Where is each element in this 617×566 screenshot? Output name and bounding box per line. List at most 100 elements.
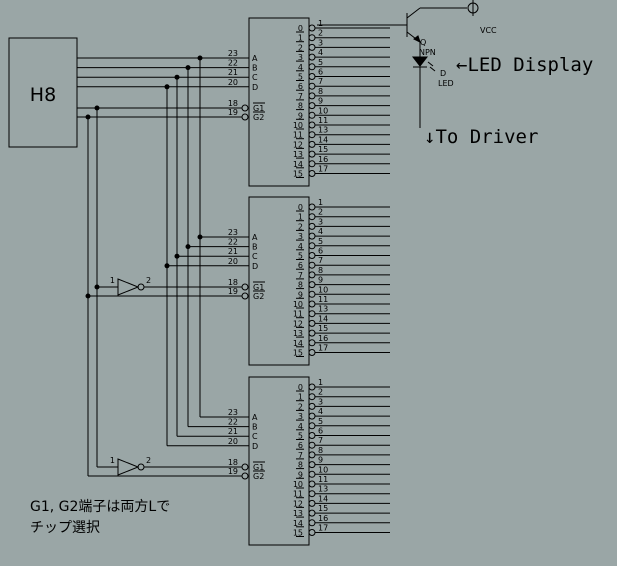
enable-pin-number: 19	[228, 108, 238, 117]
output-bubble	[308, 461, 316, 469]
output-number: 4	[298, 63, 303, 72]
input-pin-number: 21	[228, 427, 238, 436]
output-bubble	[308, 383, 316, 391]
output-bubble	[308, 102, 316, 110]
output-bubble	[308, 131, 316, 139]
output-bubble	[308, 349, 316, 356]
input-pin-number: 22	[228, 59, 238, 68]
output-number: 5	[298, 432, 303, 441]
output-bubble	[308, 310, 316, 318]
output-bubble	[308, 213, 316, 221]
decoder-chips: 0112233445566778899101011111312141315141…	[228, 17, 390, 546]
input-pin-number: 21	[228, 68, 238, 77]
output-pin-number: 9	[318, 97, 323, 106]
output-bubble	[308, 422, 316, 430]
enable-pin-name: G1	[253, 283, 264, 292]
inverter-pin-in: 1	[110, 276, 115, 285]
output-bubble	[308, 339, 316, 347]
output-bubble	[308, 261, 316, 269]
vcc-terminal: VCC	[467, 0, 497, 35]
output-bubble	[308, 329, 316, 337]
output-number: 8	[298, 102, 303, 111]
input-pin-number: 23	[228, 228, 238, 237]
input-pin-name: B	[252, 243, 258, 252]
enable-pin-number: 18	[228, 99, 238, 108]
enable-bubble	[241, 472, 249, 480]
input-pin-name: C	[252, 432, 258, 441]
input-pin-number: 22	[228, 418, 238, 427]
output-pin-number: 7	[318, 436, 323, 445]
output-number: 1	[298, 213, 303, 222]
output-number: 3	[298, 53, 303, 62]
output-number: 7	[298, 92, 303, 101]
output-bubble	[308, 111, 316, 119]
output-bubble	[308, 92, 316, 100]
output-bubble	[308, 140, 316, 148]
output-pin-number: 3	[318, 397, 323, 406]
output-number: 12	[293, 140, 303, 149]
output-pin-number: 2	[318, 208, 323, 217]
input-pin-name: C	[252, 73, 258, 82]
output-bubble	[308, 34, 316, 42]
output-pin-number: 16	[318, 334, 328, 343]
output-pin-number: 6	[318, 68, 323, 77]
output-bubble	[308, 73, 316, 80]
output-pin-number: 10	[318, 285, 328, 294]
enable-bubble	[241, 292, 249, 300]
output-number: 5	[298, 252, 303, 261]
output-bubble	[308, 160, 316, 168]
output-bubble	[308, 63, 316, 71]
output-number: 4	[298, 242, 303, 251]
output-bubble	[308, 24, 316, 32]
output-pin-number: 1	[318, 378, 323, 387]
output-pin-number: 2	[318, 388, 323, 397]
input-pin-number: 22	[228, 238, 238, 247]
output-pin-number: 11	[318, 295, 328, 304]
led-symbol: D LED	[411, 56, 454, 110]
output-pin-number: 1	[318, 198, 323, 207]
input-pin-number: 21	[228, 247, 238, 256]
output-pin-number: 13	[318, 305, 328, 314]
input-pin-name: A	[252, 54, 258, 63]
output-number: 14	[293, 160, 303, 169]
output-number: 3	[298, 232, 303, 241]
output-pin-number: 8	[318, 87, 323, 96]
output-pin-number: 13	[318, 485, 328, 494]
output-bubble	[308, 82, 316, 90]
note-line-1: G1, G2端子は両方Lで	[30, 499, 171, 515]
enable-bubble	[241, 463, 249, 471]
input-pin-number: 20	[228, 257, 238, 266]
output-bubble	[308, 470, 316, 478]
output-number: 10	[293, 300, 303, 309]
enable-pin-name: G2	[253, 113, 264, 122]
enable-bubble	[241, 283, 249, 291]
junction-dot	[85, 293, 91, 299]
input-pin-number: 20	[228, 78, 238, 87]
output-pin-number: 4	[318, 48, 323, 57]
decoder-chip-3: 0112233445566778899101011111312141315141…	[228, 376, 390, 546]
output-number: 6	[298, 261, 303, 270]
output-bubble	[308, 480, 316, 488]
output-number: 12	[293, 499, 303, 508]
output-bubble	[308, 281, 316, 289]
output-pin-number: 1	[318, 19, 323, 28]
output-bubble	[308, 43, 316, 51]
output-pin-number: 7	[318, 77, 323, 86]
output-bubble	[308, 121, 316, 129]
input-pin-name: C	[252, 252, 258, 261]
input-pin-name: A	[252, 413, 258, 422]
output-number: 8	[298, 461, 303, 470]
output-bubble	[308, 451, 316, 459]
transistor-type-label: NPN	[419, 48, 436, 57]
enable-pin-number: 19	[228, 467, 238, 476]
enable-pin-number: 19	[228, 287, 238, 296]
output-number: 1	[298, 393, 303, 402]
output-bubble	[308, 412, 316, 420]
enable-pin-name: G2	[253, 472, 264, 481]
output-pin-number: 3	[318, 38, 323, 47]
output-pin-number: 2	[318, 29, 323, 38]
chip-select-note: G1, G2端子は両方Lで チップ選択	[30, 497, 170, 539]
enable-pin-number: 18	[228, 278, 238, 287]
input-pin-number: 20	[228, 437, 238, 446]
output-bubble	[308, 499, 316, 507]
